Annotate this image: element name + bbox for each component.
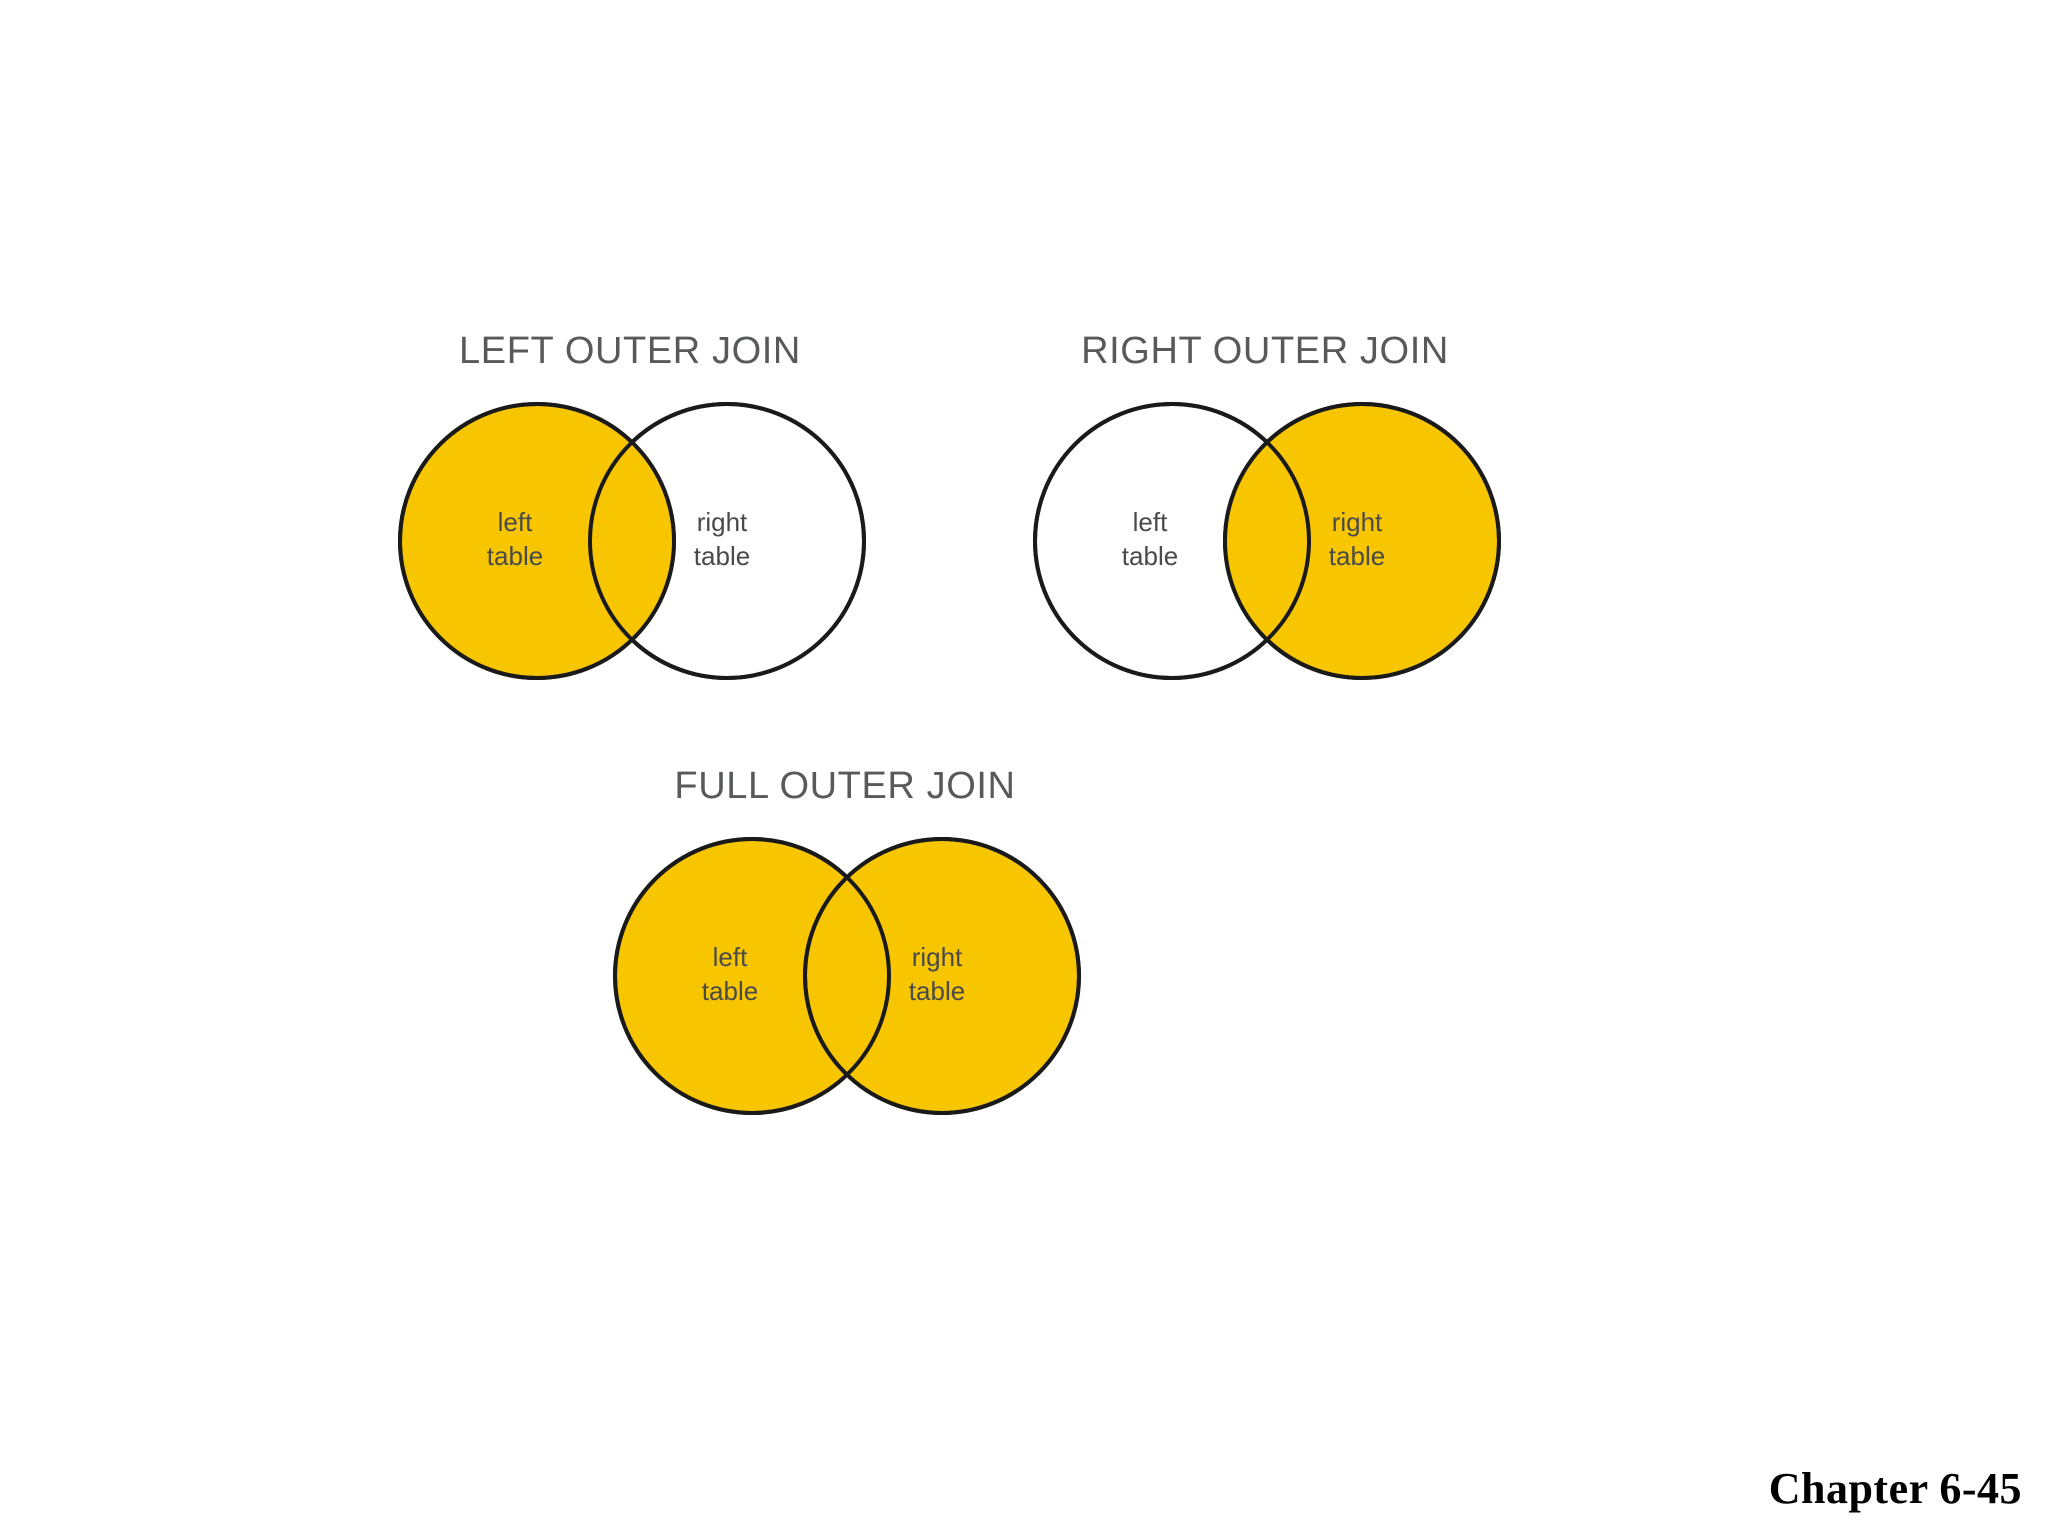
venn-circle-right-outline [803, 837, 1081, 1115]
venn-diagram-right-outer-join: RIGHT OUTER JOIN left table [965, 330, 1565, 730]
venn-figure-left-outer-join: left table right table [392, 396, 872, 686]
venn-circle-left-outline [398, 402, 676, 680]
venn-circle-left-outline [613, 837, 891, 1115]
venn-diagram-left-outer-join: LEFT OUTER JOIN left table [330, 330, 930, 730]
venn-svg-left-outer-join [398, 402, 866, 680]
venn-figure-right-outer-join: left table right table [1027, 396, 1507, 686]
venn-title-right-outer-join: RIGHT OUTER JOIN [1081, 330, 1449, 372]
venn-title-full-outer-join: FULL OUTER JOIN [674, 765, 1016, 807]
venn-figure-full-outer-join: left table right table [607, 831, 1087, 1121]
venn-svg-full-outer-join [613, 837, 1081, 1115]
venn-circle-right-outline [1223, 402, 1501, 680]
venn-title-left-outer-join: LEFT OUTER JOIN [459, 330, 801, 372]
venn-circle-left-outline [1033, 402, 1311, 680]
venn-circle-right-outline [588, 402, 866, 680]
venn-svg-right-outer-join [1033, 402, 1501, 680]
footer-chapter-label: Chapter 6-45 [1768, 1464, 2022, 1513]
venn-diagram-full-outer-join: FULL OUTER JOIN left table right table [545, 765, 1145, 1165]
